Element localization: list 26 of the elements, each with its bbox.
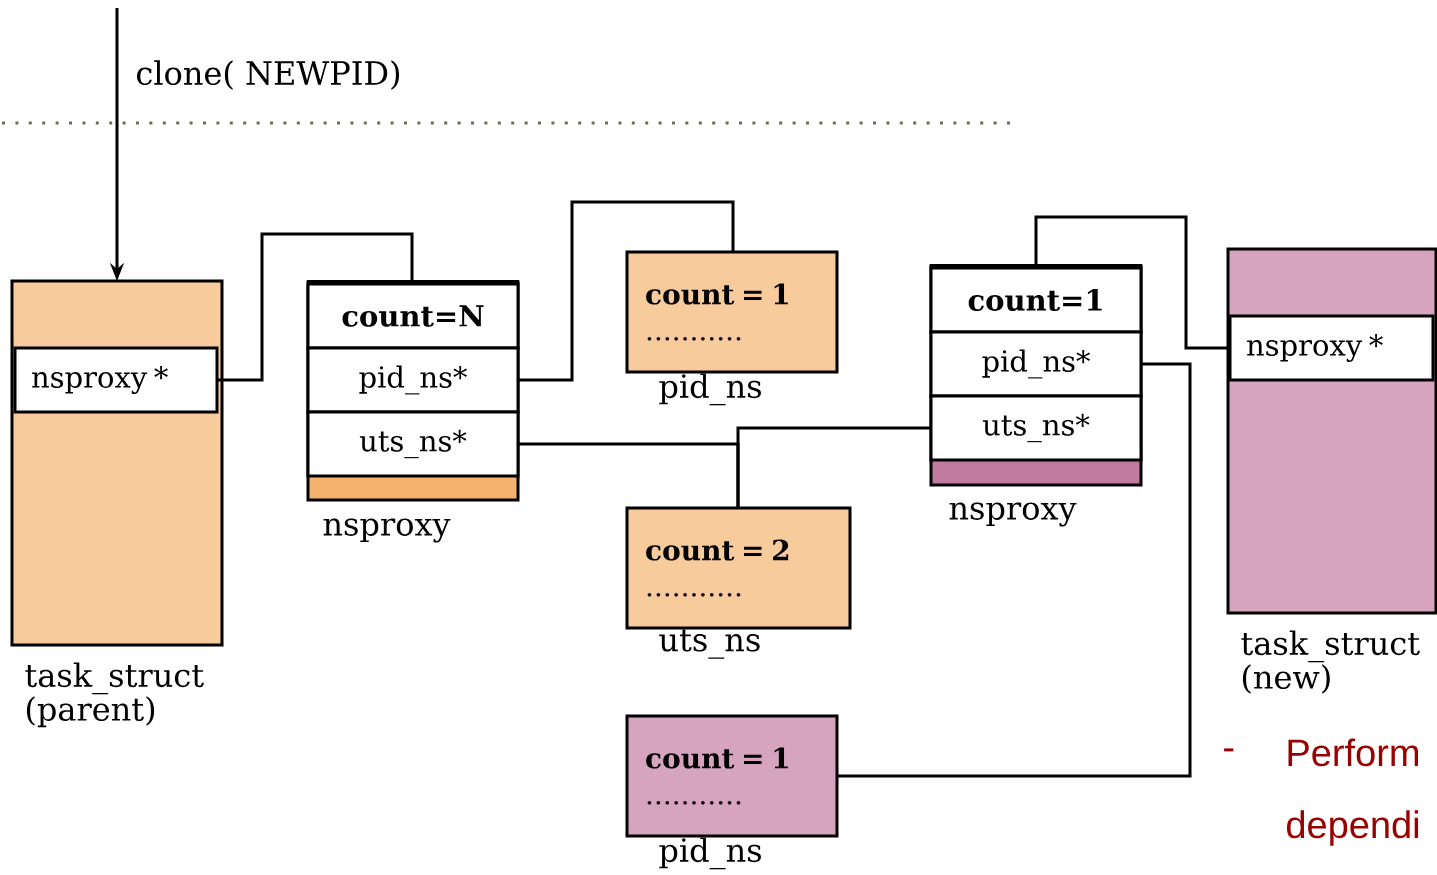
node-caption: uts_ns <box>659 629 760 659</box>
node-caption: task_struct (parent) <box>25 662 204 728</box>
field-cell: nsproxy * <box>1228 314 1435 382</box>
connector <box>736 426 931 508</box>
field-cell: pid_ns* <box>929 330 1143 398</box>
node-caption: nsproxy <box>323 518 451 543</box>
node-caption: nsproxy <box>949 502 1077 527</box>
edge-label: clone( NEWPID) <box>137 60 400 90</box>
node-caption: task_struct (new) <box>1241 630 1420 694</box>
node-caption: pid_ns <box>659 837 761 870</box>
count-cell: count=N <box>306 282 520 350</box>
connector <box>837 362 1192 778</box>
note-text: Perform dependi <box>1287 738 1419 846</box>
connector <box>518 200 735 382</box>
field-cell: pid_ns* <box>306 346 520 414</box>
namespace-box: count = 1 ........... <box>625 250 839 374</box>
field-cell: uts_ns* <box>929 394 1143 462</box>
namespace-box: count = 1 ........... <box>625 714 839 838</box>
count-cell: count=1 <box>929 266 1143 334</box>
node-caption: pid_ns <box>659 373 761 406</box>
connector <box>1034 215 1230 350</box>
field-cell: uts_ns* <box>306 410 520 478</box>
namespace-box: count = 2 ........... <box>625 506 852 630</box>
connector <box>217 232 414 382</box>
note-text: - <box>1224 748 1234 752</box>
field-cell: nsproxy * <box>13 346 219 414</box>
